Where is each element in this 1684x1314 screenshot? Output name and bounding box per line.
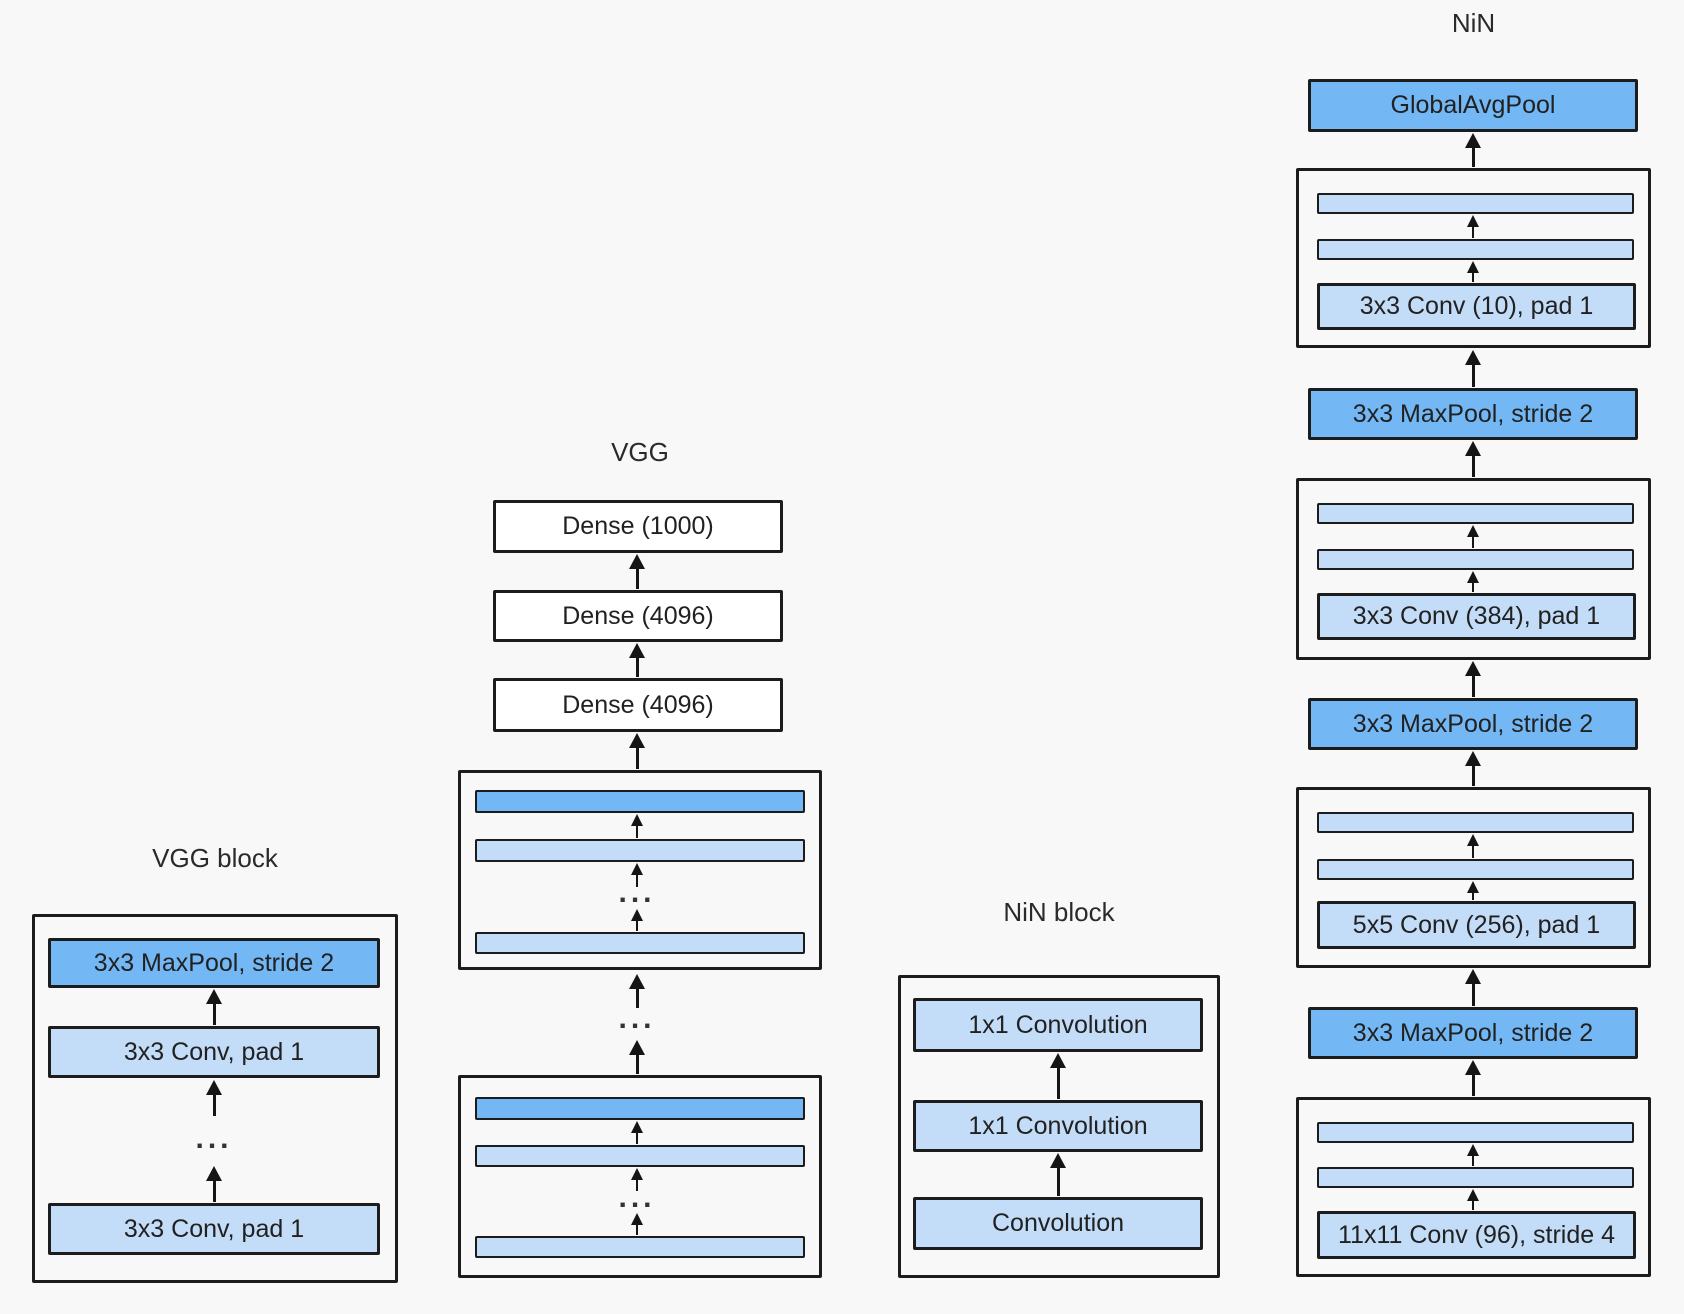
vgg-inner-block-outline <box>458 770 822 970</box>
conv-box: 3x3 Conv (10), pad 1 <box>1317 283 1636 330</box>
nin-inner-block-outline <box>1296 478 1651 660</box>
conv-bar <box>1317 812 1634 833</box>
arrow-up-icon <box>1467 571 1479 592</box>
vgg-title: VGG <box>611 437 669 467</box>
conv-bar <box>1317 503 1634 524</box>
dense-box: Dense (1000) <box>493 500 783 553</box>
arrow-up-icon <box>631 1121 643 1144</box>
arrow-up-icon <box>1465 1060 1481 1096</box>
arrow-up-icon <box>631 909 643 931</box>
arrow-up-icon <box>629 643 645 677</box>
vgg-block-title: VGG block <box>152 843 278 873</box>
conv-box: 3x3 Conv, pad 1 <box>48 1026 380 1078</box>
ellipsis: ... <box>618 876 656 910</box>
arrow-up-icon <box>631 1168 643 1191</box>
nin-inner-block-outline <box>1296 1097 1651 1277</box>
vgg-block-outline <box>32 914 398 1283</box>
conv-box: 11x11 Conv (96), stride 4 <box>1317 1211 1636 1259</box>
conv-bar <box>1317 1122 1634 1143</box>
nin-inner-block-outline <box>1296 168 1651 348</box>
dense-box: Dense (4096) <box>493 590 783 642</box>
arrow-up-icon <box>1050 1053 1066 1099</box>
ellipsis: ... <box>618 1002 656 1036</box>
conv-box: 3x3 Conv (384), pad 1 <box>1317 593 1636 640</box>
conv-bar <box>1317 193 1634 214</box>
conv-bar <box>1317 859 1634 880</box>
conv-bar <box>475 1236 805 1258</box>
nin-inner-block-outline <box>1296 787 1651 968</box>
arrow-up-icon <box>1465 751 1481 786</box>
nin-title: NiN <box>1451 8 1496 38</box>
conv-bar <box>475 839 805 862</box>
arrow-up-icon <box>1050 1153 1066 1196</box>
arrow-up-icon <box>206 989 222 1025</box>
ellipsis: ... <box>618 1181 656 1215</box>
maxpool-bar <box>475 790 805 813</box>
conv-bar <box>1317 239 1634 260</box>
arrow-up-icon <box>206 1080 222 1116</box>
conv-box: 3x3 Conv, pad 1 <box>48 1203 380 1255</box>
arrow-up-icon <box>1465 441 1481 477</box>
arrow-up-icon <box>629 1040 645 1074</box>
arrow-up-icon <box>631 814 643 838</box>
arrow-up-icon <box>629 974 645 1008</box>
conv-bar <box>1317 549 1634 570</box>
arrow-up-icon <box>1467 525 1479 548</box>
arrow-up-icon <box>631 1213 643 1235</box>
maxpool-box: 3x3 MaxPool, stride 2 <box>1308 1007 1638 1059</box>
maxpool-box: 3x3 MaxPool, stride 2 <box>48 938 380 988</box>
arrow-up-icon <box>629 554 645 589</box>
arrow-up-icon <box>1467 261 1479 282</box>
conv-box: Convolution <box>913 1197 1203 1250</box>
arrow-up-icon <box>1465 350 1481 387</box>
conv-bar <box>1317 1167 1634 1188</box>
nin-block-title: NiN block <box>1003 897 1115 927</box>
maxpool-box: 3x3 MaxPool, stride 2 <box>1308 698 1638 750</box>
conv-box: 1x1 Convolution <box>913 998 1203 1052</box>
vgg-inner-block-outline <box>458 1075 822 1278</box>
arrow-up-icon <box>1467 215 1479 238</box>
conv-box: 5x5 Conv (256), pad 1 <box>1317 901 1636 949</box>
maxpool-bar <box>475 1097 805 1120</box>
arrow-up-icon <box>1467 1189 1479 1210</box>
arrow-up-icon <box>206 1166 222 1202</box>
global-avg-pool-box: GlobalAvgPool <box>1308 79 1638 132</box>
arrow-up-icon <box>1467 881 1479 900</box>
maxpool-box: 3x3 MaxPool, stride 2 <box>1308 388 1638 440</box>
arrow-up-icon <box>1467 834 1479 858</box>
conv-bar <box>475 1145 805 1167</box>
conv-bar <box>475 932 805 954</box>
arrow-up-icon <box>1465 133 1481 167</box>
conv-box: 1x1 Convolution <box>913 1100 1203 1152</box>
arrow-up-icon <box>1465 661 1481 697</box>
arrow-up-icon <box>1467 1144 1479 1166</box>
arrow-up-icon <box>1465 969 1481 1006</box>
nin-block-outline <box>898 975 1220 1278</box>
arrow-up-icon <box>629 733 645 769</box>
arrow-up-icon <box>631 863 643 887</box>
dense-box: Dense (4096) <box>493 678 783 732</box>
ellipsis: ... <box>195 1122 233 1156</box>
